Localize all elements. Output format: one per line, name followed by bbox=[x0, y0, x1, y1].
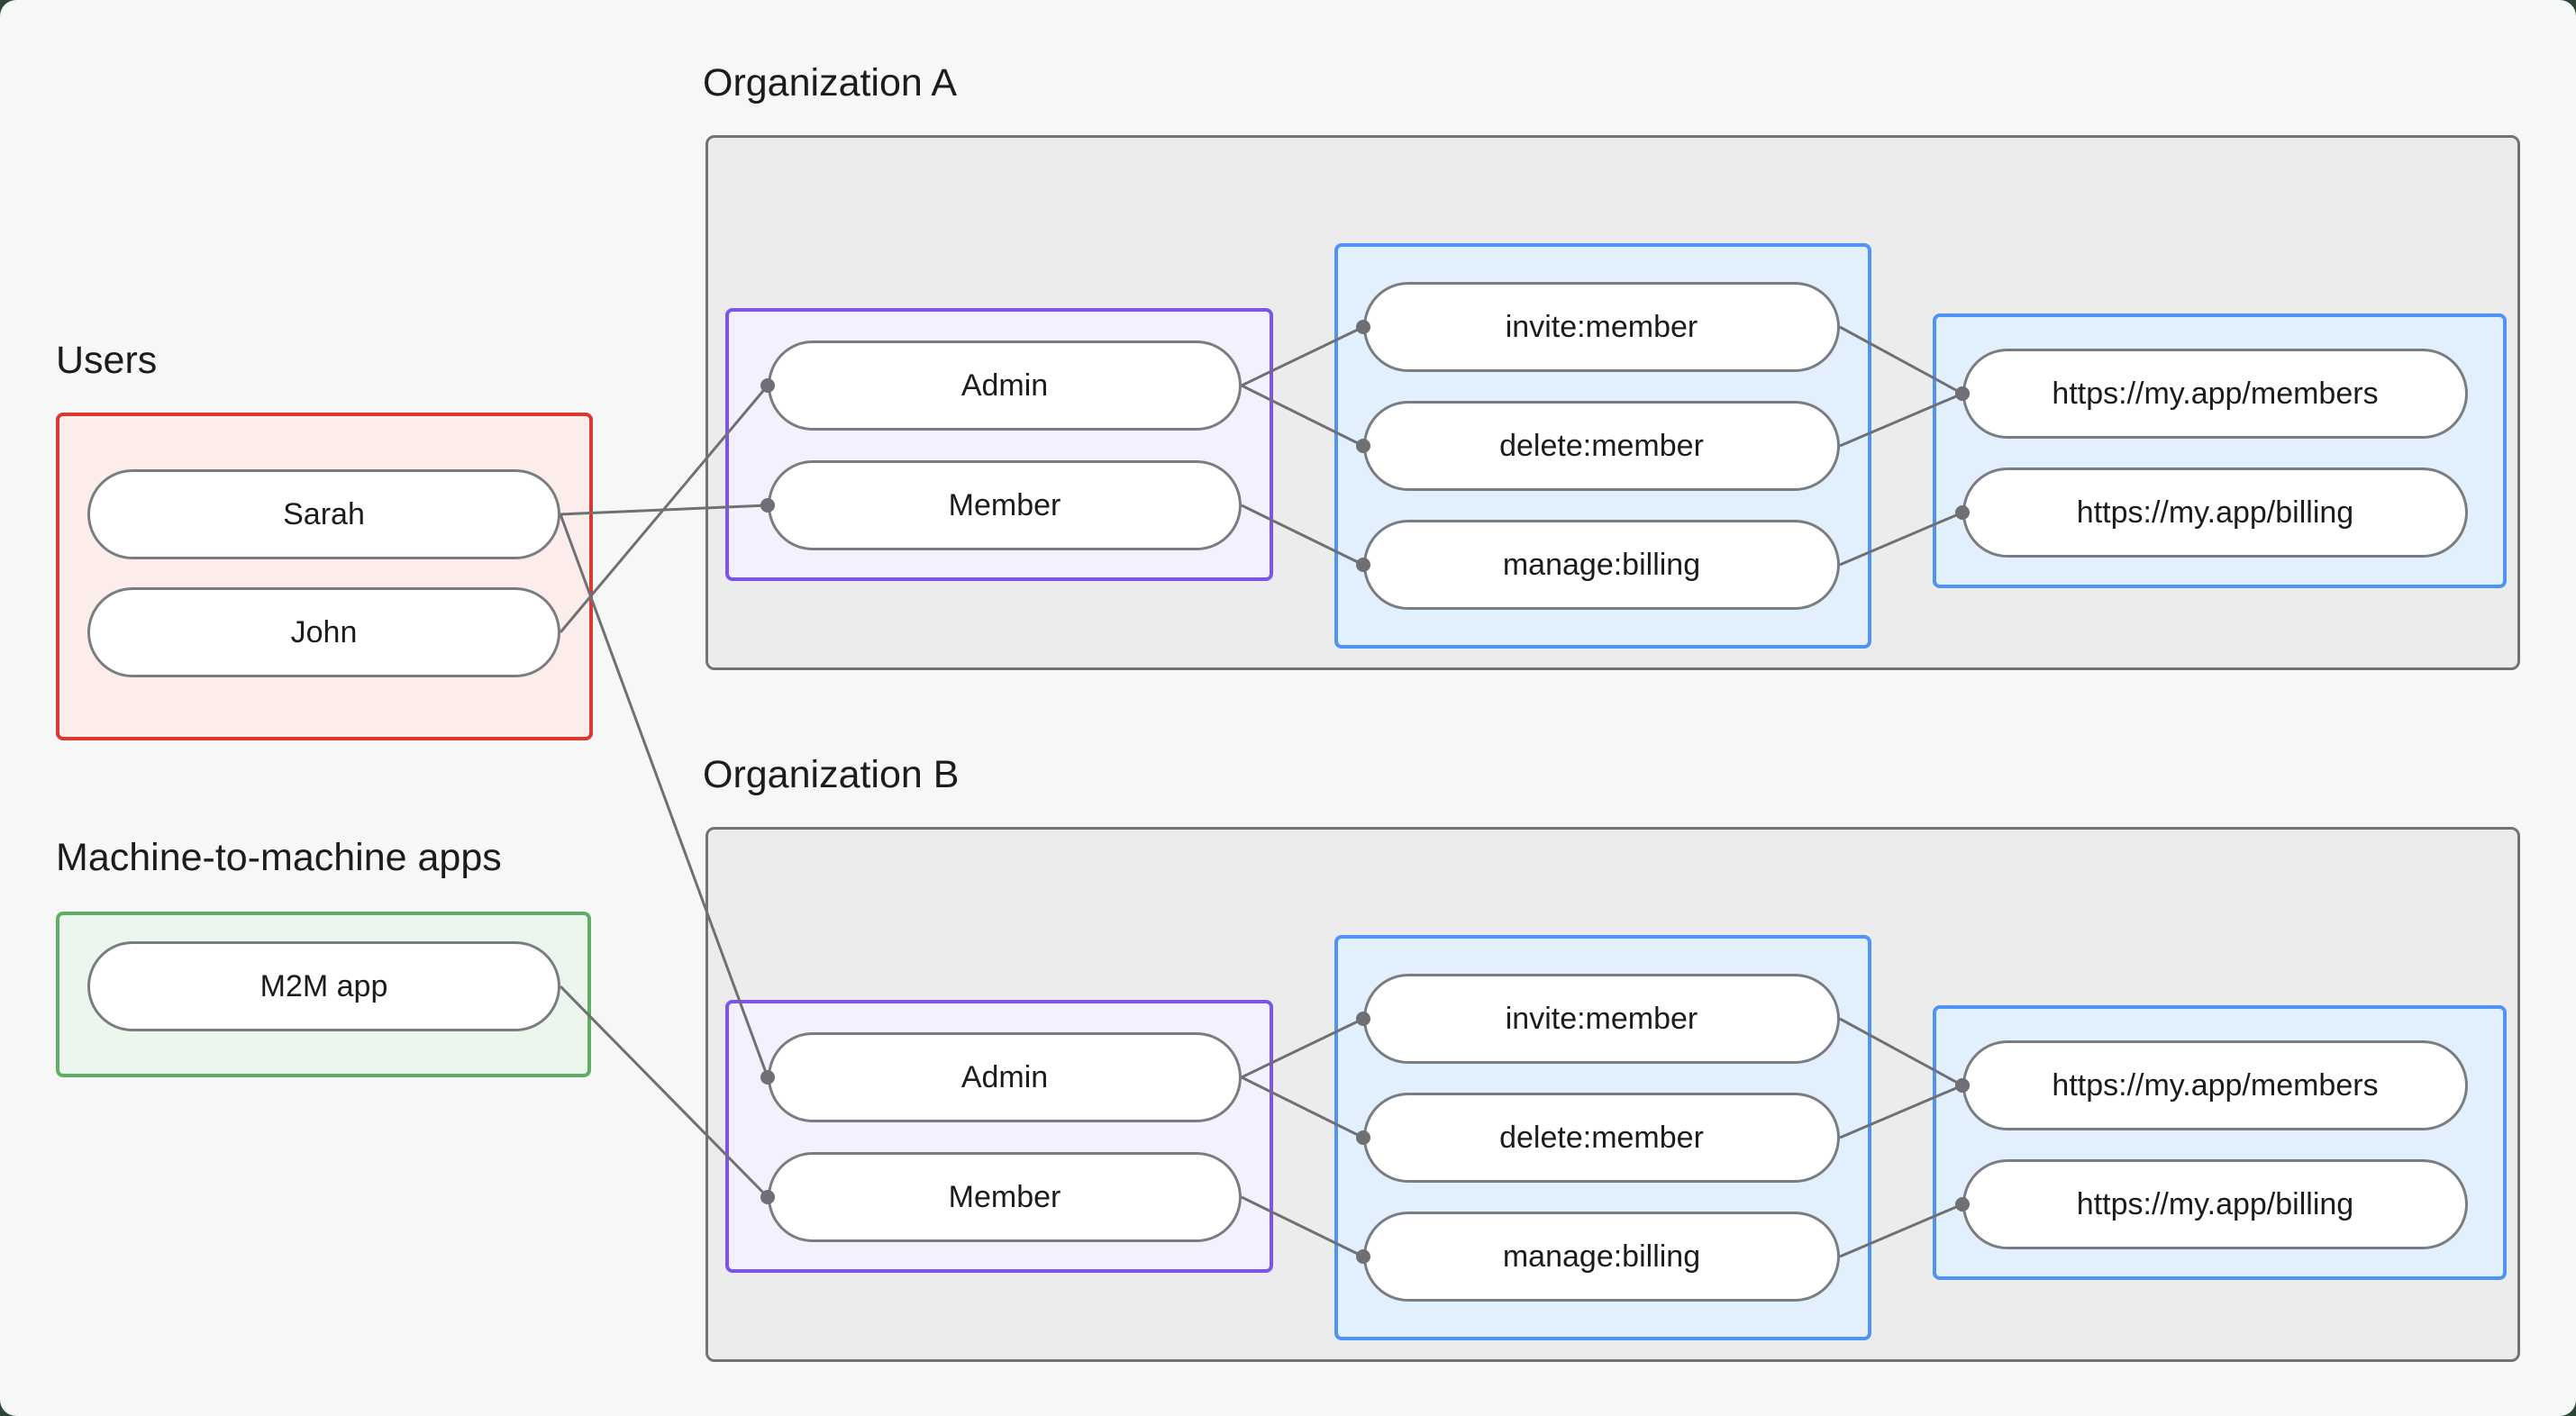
users-section-label: Users bbox=[56, 339, 158, 382]
role-node-admin: Admin bbox=[768, 1032, 1242, 1122]
permission-node-manage: manage:billing bbox=[1363, 520, 1840, 610]
organization-b: Organization B Roles Admin Member Permis… bbox=[703, 753, 2520, 1362]
user-node-label: Sarah bbox=[283, 496, 365, 531]
api-node-label: https://my.app/billing bbox=[2076, 1186, 2354, 1221]
permission-node-label: invite:member bbox=[1505, 1001, 1698, 1036]
role-node-member: Member bbox=[768, 1152, 1242, 1242]
permission-node-invite: invite:member bbox=[1363, 282, 1840, 372]
role-node-label: Member bbox=[948, 1179, 1061, 1214]
permission-node-label: invite:member bbox=[1505, 309, 1698, 344]
role-node-admin: Admin bbox=[768, 340, 1242, 431]
organization-b-label: Organization B bbox=[703, 753, 960, 796]
permission-node-label: delete:member bbox=[1499, 428, 1704, 463]
m2m-group-box: M2M app bbox=[56, 912, 591, 1077]
api-node-label: https://my.app/members bbox=[2052, 1067, 2379, 1103]
permission-node-label: delete:member bbox=[1499, 1120, 1704, 1155]
users-group-box: Sarah John bbox=[56, 413, 593, 740]
api-node-members: https://my.app/members bbox=[1962, 349, 2468, 439]
role-node-label: Admin bbox=[960, 368, 1049, 403]
organization-a: Organization A Roles Admin Member Permis… bbox=[703, 61, 2520, 670]
permission-node-delete: delete:member bbox=[1363, 401, 1840, 491]
user-node-label: John bbox=[290, 614, 358, 649]
m2m-section-label: Machine-to-machine apps bbox=[56, 836, 502, 879]
role-node-member: Member bbox=[768, 460, 1242, 550]
m2m-node-app: M2M app bbox=[87, 941, 560, 1031]
api-node-billing: https://my.app/billing bbox=[1962, 1159, 2468, 1249]
role-node-label: Member bbox=[948, 487, 1061, 522]
permission-node-delete: delete:member bbox=[1363, 1093, 1840, 1183]
user-node-sarah: Sarah bbox=[87, 469, 560, 559]
permission-node-invite: invite:member bbox=[1363, 974, 1840, 1064]
role-node-label: Admin bbox=[960, 1059, 1049, 1094]
permission-node-label: manage:billing bbox=[1502, 1239, 1701, 1274]
user-node-john: John bbox=[87, 587, 560, 677]
organization-a-label: Organization A bbox=[703, 61, 958, 104]
permission-node-label: manage:billing bbox=[1502, 547, 1701, 582]
m2m-node-label: M2M app bbox=[259, 968, 388, 1003]
api-node-members: https://my.app/members bbox=[1962, 1040, 2468, 1130]
api-node-billing: https://my.app/billing bbox=[1962, 467, 2468, 558]
api-node-label: https://my.app/billing bbox=[2076, 495, 2354, 530]
api-node-label: https://my.app/members bbox=[2052, 376, 2379, 411]
permission-node-manage: manage:billing bbox=[1363, 1212, 1840, 1302]
